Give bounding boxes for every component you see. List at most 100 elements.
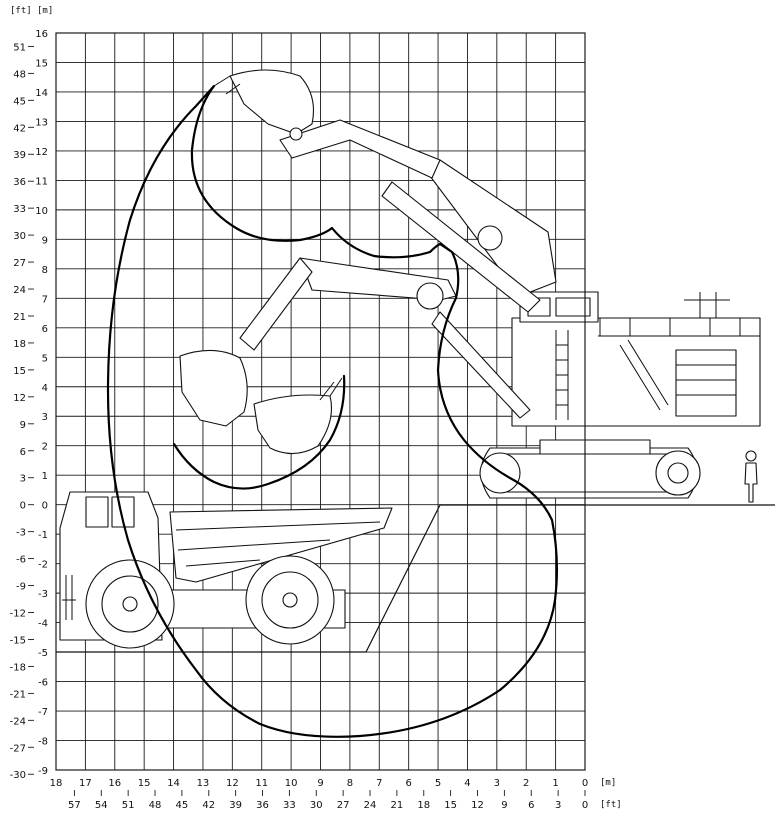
x-tick-label-ft: 27 xyxy=(337,800,350,811)
y-tick-label-m: 0 xyxy=(42,501,48,512)
cab-window-2 xyxy=(555,297,591,317)
y-tick-label-ft: 0 xyxy=(20,501,26,512)
y-tick-label-m: -1 xyxy=(38,530,48,541)
y-tick-label-ft: 27 xyxy=(13,258,26,269)
y-tick-label-m: 9 xyxy=(42,235,48,246)
engine-housing xyxy=(675,349,737,417)
truck-cab-window-2 xyxy=(111,496,135,528)
x-tick-label-ft: 42 xyxy=(202,800,215,811)
truck-dump-body xyxy=(169,507,393,583)
y-tick-label-ft: 39 xyxy=(13,150,26,161)
y-tick-label-ft: 30 xyxy=(13,231,26,242)
engine-louvres xyxy=(676,364,736,396)
y-tick-label-m: -3 xyxy=(38,589,48,600)
y-tick-label-ft: 6 xyxy=(20,447,26,458)
x-tick-label-ft: 12 xyxy=(471,800,484,811)
x-tick-label-m: 6 xyxy=(405,778,411,789)
x-tick-label-ft: 39 xyxy=(229,800,242,811)
y-tick-label-m: 16 xyxy=(35,29,48,40)
x-tick-label-m: 17 xyxy=(79,778,92,789)
y-tick-label-m: 10 xyxy=(35,206,48,217)
x-tick-label-m: 18 xyxy=(50,778,63,789)
y-tick-label-ft: -9 xyxy=(16,582,26,593)
x-tick-label-m: 15 xyxy=(138,778,151,789)
y-tick-label-m: 8 xyxy=(42,265,48,276)
x-tick-label-m: 9 xyxy=(317,778,323,789)
y-tick-label-ft: 24 xyxy=(13,285,26,296)
y-tick-label-ft: 9 xyxy=(20,420,26,431)
y-tick-label-ft: -21 xyxy=(10,689,26,700)
dump-truck xyxy=(59,491,393,649)
boom-cylinder-upper xyxy=(381,181,541,313)
x-tick-label-m: 5 xyxy=(435,778,441,789)
truck-ladder xyxy=(62,575,76,620)
y-tick-label-ft: 33 xyxy=(13,204,26,215)
y-tick-label-ft: 15 xyxy=(13,366,26,377)
boom-lower-pin xyxy=(416,282,444,310)
bucket-upper-pin xyxy=(289,127,303,141)
y-tick-label-m: -8 xyxy=(38,737,48,748)
stick-upper xyxy=(279,119,441,179)
sprocket-hub xyxy=(667,462,689,484)
y-tick-label-m: -2 xyxy=(38,560,48,571)
x-tick-label-ft: 24 xyxy=(364,800,377,811)
x-tick-label-m: 8 xyxy=(347,778,353,789)
y-tick-label-m: -4 xyxy=(38,619,48,630)
bucket-curl xyxy=(179,349,248,427)
y-tick-label-ft: 51 xyxy=(13,42,26,53)
boom-foot-pin xyxy=(477,225,503,251)
x-tick-label-ft: 36 xyxy=(256,800,269,811)
y-tick-label-m: -7 xyxy=(38,707,48,718)
y-tick-label-ft: 3 xyxy=(20,474,26,485)
y-axis-ft-labels: 51484542393633302724211815129630-3-6-9-1… xyxy=(10,42,34,781)
x-tick-label-ft: 57 xyxy=(68,800,81,811)
x-tick-label-ft: 21 xyxy=(391,800,404,811)
x-tick-label-m: 10 xyxy=(285,778,298,789)
y-tick-label-m: 4 xyxy=(42,383,48,394)
y-tick-label-ft: 18 xyxy=(13,339,26,350)
y-tick-label-m: 6 xyxy=(42,324,48,335)
car-body xyxy=(539,439,651,455)
x-tick-label-m: 11 xyxy=(255,778,268,789)
y-tick-label-m: -9 xyxy=(38,766,48,777)
x-tick-label-m: 7 xyxy=(376,778,382,789)
x-axis-ft-unit: [ft] xyxy=(600,800,622,810)
y-tick-label-m: 15 xyxy=(35,58,48,69)
x-tick-label-m: 4 xyxy=(464,778,470,789)
bucket-upper xyxy=(229,69,315,135)
x-tick-label-m: 13 xyxy=(197,778,210,789)
y-tick-label-m: 11 xyxy=(35,176,48,187)
x-tick-label-ft: 0 xyxy=(582,800,588,811)
roof-equipment xyxy=(684,292,730,318)
y-tick-label-ft: -18 xyxy=(10,662,26,673)
y-tick-label-ft: -27 xyxy=(10,743,26,754)
y-tick-label-m: 7 xyxy=(42,294,48,305)
bucket-dig xyxy=(253,394,333,455)
y-tick-label-ft: 42 xyxy=(13,123,26,134)
y-tick-label-m: -5 xyxy=(38,648,48,659)
bucket-dig-teeth xyxy=(319,377,343,401)
hoist-cylinder-lower xyxy=(431,311,531,419)
y-tick-label-ft: 36 xyxy=(13,177,26,188)
y-tick-label-m: 2 xyxy=(42,442,48,453)
dig-range-envelope xyxy=(172,374,346,490)
y-tick-label-ft: -15 xyxy=(10,635,26,646)
x-tick-label-ft: 54 xyxy=(95,800,108,811)
y-tick-label-ft: -30 xyxy=(10,770,26,781)
x-axis-m-unit: [m] xyxy=(600,778,616,788)
x-tick-label-m: 16 xyxy=(108,778,121,789)
working-range-envelope xyxy=(106,84,558,738)
y-tick-label-m: 1 xyxy=(42,471,48,482)
bucket-upper-teeth xyxy=(213,75,241,95)
y-tick-label-ft: 21 xyxy=(13,312,26,323)
y-tick-label-ft: -12 xyxy=(10,609,26,620)
y-tick-label-m: 3 xyxy=(42,412,48,423)
x-tick-label-ft: 45 xyxy=(176,800,189,811)
access-ladder xyxy=(555,330,569,420)
y-tick-label-ft: -3 xyxy=(16,528,26,539)
x-tick-label-ft: 15 xyxy=(444,800,457,811)
y-tick-label-m: 14 xyxy=(35,88,48,99)
